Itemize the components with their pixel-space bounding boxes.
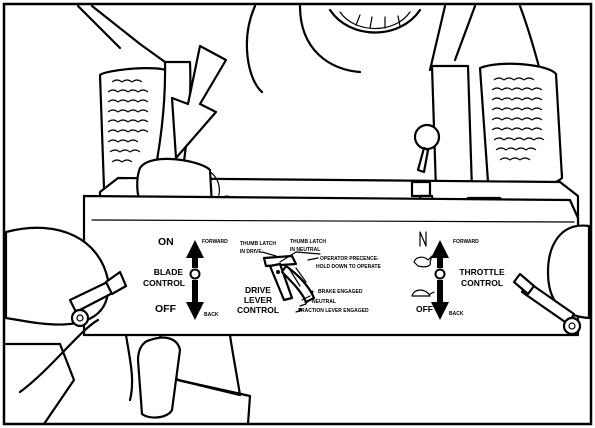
blade-control-arrows bbox=[186, 240, 204, 320]
brake-engaged-label: BRAKE ENGAGED bbox=[318, 289, 363, 295]
drive-control-line1: DRIVE bbox=[245, 285, 271, 295]
thumb-latch-drive-line2: IN DRIVE bbox=[240, 249, 262, 255]
blade-off-label: OFF bbox=[155, 303, 177, 315]
right-post bbox=[430, 64, 474, 192]
left-pivot-arm bbox=[4, 226, 128, 426]
throttle-control-line1: THROTTLE bbox=[459, 267, 505, 277]
blade-control-line1: BLADE bbox=[154, 267, 184, 277]
pointer-arrow bbox=[170, 44, 228, 160]
blade-back-label: BACK bbox=[204, 312, 219, 318]
neutral-label: NEUTRAL bbox=[312, 299, 336, 305]
throttle-back-label: BACK bbox=[449, 311, 464, 317]
operator-presence-line2: HOLD DOWN TO OPERATE bbox=[316, 264, 381, 270]
drive-control-line3: CONTROL bbox=[237, 305, 279, 315]
blade-on-label: ON bbox=[158, 236, 174, 248]
right-pivot-arm bbox=[512, 224, 591, 336]
throttle-control-arrows bbox=[431, 240, 449, 320]
turtle-icon bbox=[411, 289, 435, 297]
operator-presence-line1: OPERATOR PRECENCE- bbox=[320, 256, 379, 262]
panel-edge bbox=[91, 219, 575, 223]
rabbit-icon bbox=[413, 255, 433, 268]
right-tire bbox=[478, 62, 564, 189]
drive-lever-mini-diagram bbox=[261, 251, 321, 313]
thumb-latch-neutral-line2: IN NEUTRAL bbox=[290, 247, 320, 253]
throttle-forward-label: FORWARD bbox=[453, 239, 479, 245]
throttle-control-line2: CONTROL bbox=[461, 278, 503, 288]
thumb-latch-drive-line1: THUMB LATCH bbox=[240, 241, 276, 247]
blade-control-line2: CONTROL bbox=[143, 278, 185, 288]
traction-lever-engaged-label: TRACTION LEVER ENGAGED bbox=[298, 308, 369, 314]
drive-control-line2: LEVER bbox=[244, 295, 272, 305]
throttle-off-label: OFF bbox=[416, 304, 433, 314]
choke-icon bbox=[419, 231, 427, 247]
drive-lever bbox=[124, 333, 252, 426]
thumb-latch-neutral-line1: THUMB LATCH bbox=[290, 239, 326, 245]
blade-forward-label: FORWARD bbox=[202, 239, 228, 245]
